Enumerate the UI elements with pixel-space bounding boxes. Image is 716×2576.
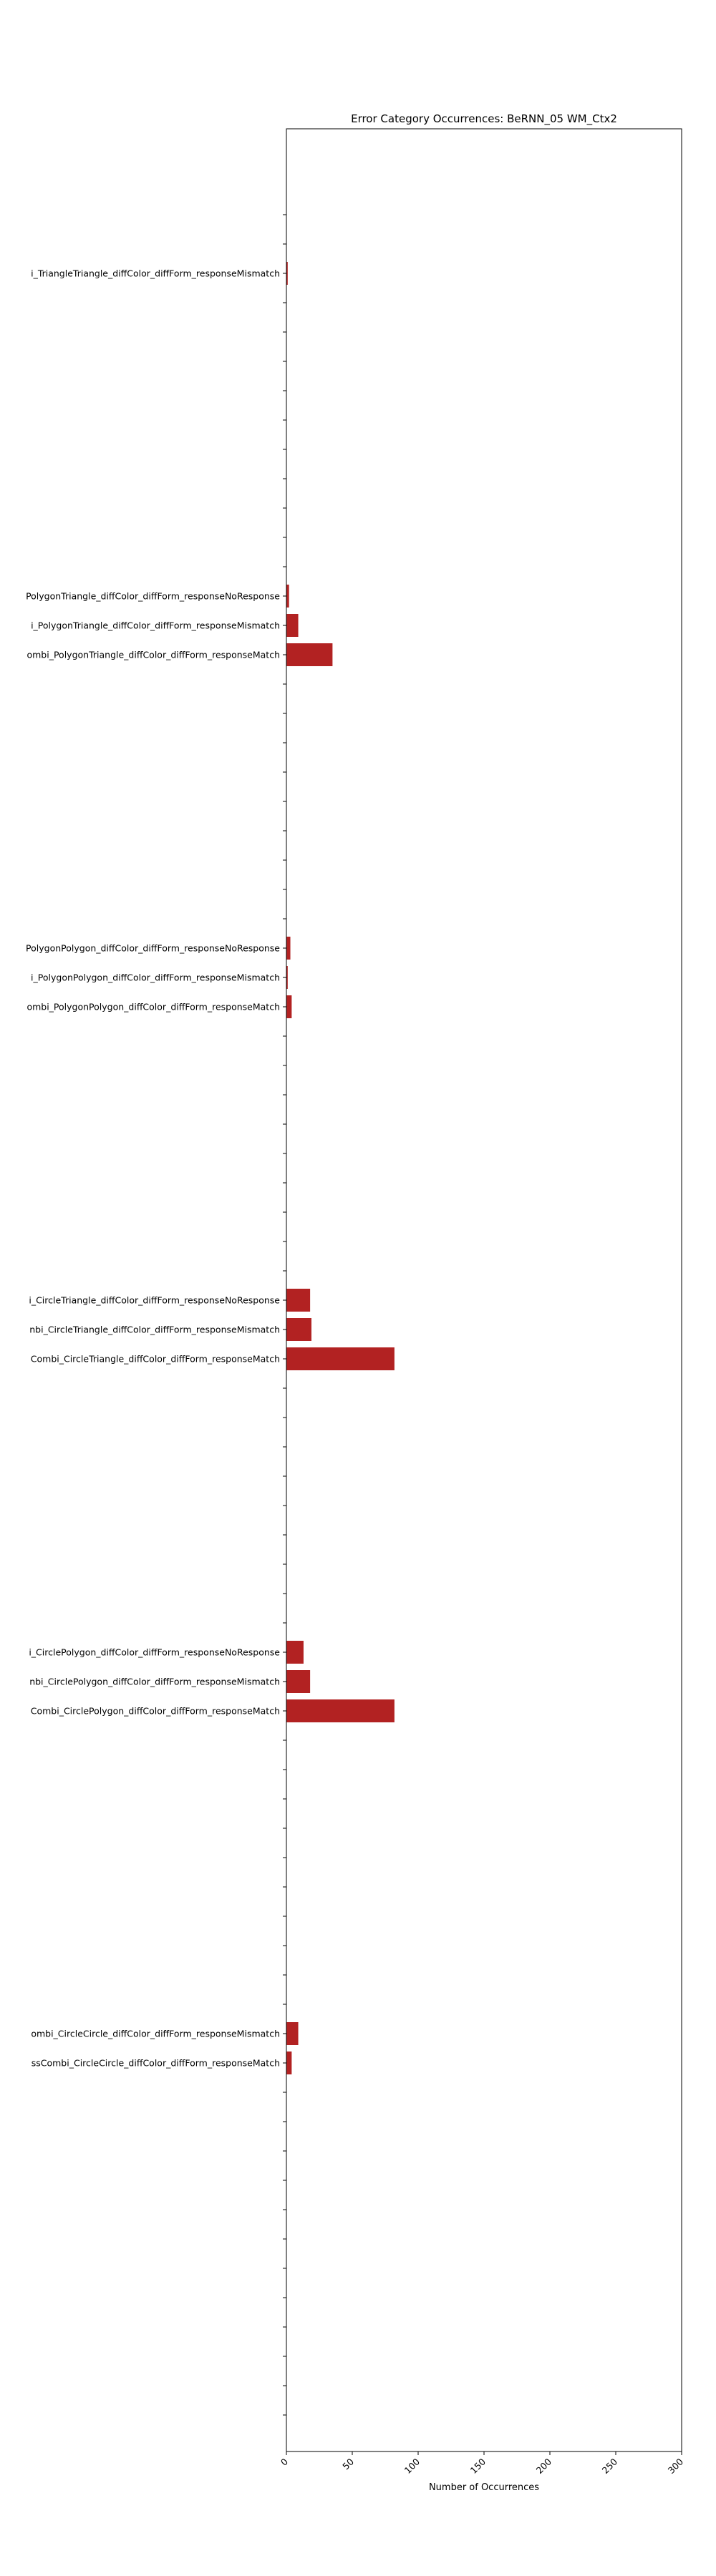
- plot-frame: [286, 128, 682, 2452]
- bar: [286, 614, 299, 637]
- chart-title: Error Category Occurrences: BeRNN_05 WM_…: [351, 112, 617, 126]
- y-tick-label: nbi_CirclePolygon_diffColor_diffForm_res…: [29, 1677, 280, 1687]
- y-tick-label: i_PolygonTriangle_diffColor_diffForm_res…: [31, 620, 280, 631]
- y-tick-label: PolygonTriangle_diffColor_diffForm_respo…: [26, 591, 280, 602]
- y-tick-label: nbi_CircleTriangle_diffColor_diffForm_re…: [29, 1324, 280, 1335]
- y-tick-label: i_CirclePolygon_diffColor_diffForm_respo…: [29, 1647, 280, 1658]
- bar: [286, 966, 288, 989]
- x-axis-label: Number of Occurrences: [429, 2482, 539, 2493]
- x-tick-label: 300: [666, 2456, 686, 2476]
- x-tick-label: 250: [600, 2456, 620, 2476]
- y-tick-label: i_TriangleTriangle_diffColor_diffForm_re…: [31, 268, 280, 279]
- bar: [286, 995, 292, 1018]
- x-tick-label: 150: [468, 2456, 488, 2476]
- bar: [286, 1641, 304, 1664]
- x-tick-label: 50: [340, 2456, 356, 2472]
- y-tick-label: Combi_CirclePolygon_diffColor_diffForm_r…: [31, 1706, 280, 1717]
- y-tick-label: ombi_CircleCircle_diffColor_diffForm_res…: [31, 2029, 280, 2039]
- bar: [286, 1347, 395, 1370]
- x-tick-label: 200: [534, 2456, 554, 2476]
- bar: [286, 1289, 311, 1312]
- bar: [286, 1318, 311, 1341]
- bar: [286, 262, 288, 285]
- bar: [286, 1699, 395, 1722]
- x-tick-label: 100: [402, 2456, 422, 2476]
- bar: [286, 643, 333, 666]
- y-tick-label: i_PolygonPolygon_diffColor_diffForm_resp…: [31, 972, 280, 983]
- y-tick-label: PolygonPolygon_diffColor_diffForm_respon…: [26, 943, 280, 954]
- x-tick-label: 0: [279, 2456, 290, 2467]
- x-axis: 0 50 100 150 200 250 300: [279, 2451, 685, 2476]
- y-tick-label: Combi_CircleTriangle_diffColor_diffForm_…: [31, 1354, 280, 1365]
- bar: [286, 2022, 299, 2045]
- bars-group: [286, 262, 395, 2074]
- bar: [286, 1670, 311, 1693]
- y-tick-label: ombi_PolygonTriangle_diffColor_diffForm_…: [26, 650, 280, 660]
- y-tick-label: ssCombi_CircleCircle_diffColor_diffForm_…: [32, 2058, 280, 2069]
- bar: [286, 937, 291, 960]
- y-tick-label: ombi_PolygonPolygon_diffColor_diffForm_r…: [26, 1002, 280, 1013]
- y-axis: i_TriangleTriangle_diffColor_diffForm_re…: [26, 214, 286, 2416]
- bar: [286, 2051, 292, 2074]
- bar: [286, 585, 289, 608]
- y-tick-label: i_CircleTriangle_diffColor_diffForm_resp…: [29, 1295, 280, 1306]
